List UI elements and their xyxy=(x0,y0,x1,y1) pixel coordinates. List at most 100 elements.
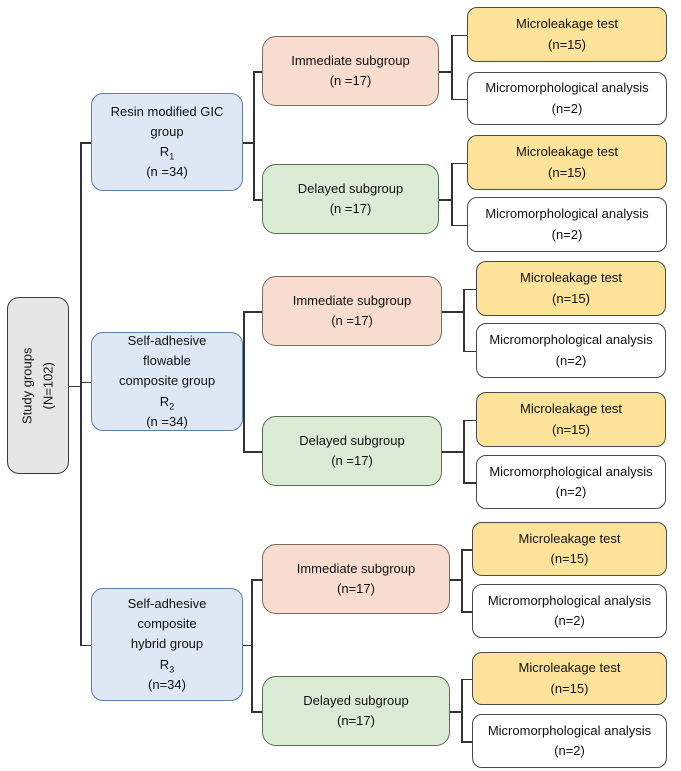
connector-trunk-to-group xyxy=(80,381,91,383)
subgroup-count: (n =17) xyxy=(329,73,372,88)
connector-group-to-bus xyxy=(243,142,253,144)
leaf-label: Microleakage test xyxy=(518,530,621,546)
group-name-line: Resin modified GIC xyxy=(110,103,224,119)
leaf-count: (n=15) xyxy=(552,421,590,437)
subgroup-label: Delayed subgroup xyxy=(299,432,405,448)
connector-group-bus xyxy=(243,311,245,451)
group-count: (n=34) xyxy=(148,676,186,692)
subgroup-count: (n =17) xyxy=(331,453,373,468)
microleakage-test-box: Microleakage test (n=15) xyxy=(476,261,666,316)
micromorphological-analysis-box: Micromorphological analysis(n=2) xyxy=(476,323,666,378)
group-code-letter: R xyxy=(159,144,170,159)
connector-subgroup-bus xyxy=(461,678,463,741)
connector-subgroup-to-bus xyxy=(450,579,461,581)
connector-bus-to-leaf xyxy=(451,162,467,164)
group-code-letter: R xyxy=(159,393,170,409)
micromorphological-analysis-box: Micromorphological analysis (n=2) xyxy=(476,455,666,509)
connector-bus-to-leaf xyxy=(461,611,472,613)
leaf-count: (n=15) xyxy=(552,290,590,306)
delayed-subgroup-box: Delayed subgroup (n =17) xyxy=(262,164,439,234)
leaf-label: Microleakage test xyxy=(520,401,622,417)
leaf-count: (n=2) xyxy=(551,100,583,116)
micromorphological-analysis-box: Micromorphological analysis (n=2) xyxy=(467,72,667,125)
connector-subgroup-bus xyxy=(463,419,465,482)
connector-subgroup-bus xyxy=(463,288,465,351)
connector-bus-to-leaf xyxy=(463,482,476,484)
leaf-label: Micromorphological analysis xyxy=(489,463,653,479)
microleakage-test-box: Microleakage test (n=15) xyxy=(467,7,667,62)
connector-trunk xyxy=(80,142,82,645)
group-code-letter: R xyxy=(159,656,170,672)
connector-group-to-bus xyxy=(243,644,251,646)
group-count: (n =34) xyxy=(146,413,188,429)
connector-trunk-to-group xyxy=(80,644,91,646)
micromorphological-analysis-box: Micromorphological analysis (n=2) xyxy=(472,584,667,638)
group-name-line: Self-adhesive xyxy=(127,596,207,612)
microleakage-test-box: Microleakage test(n=15) xyxy=(467,135,667,190)
leaf-count: (n=15) xyxy=(550,551,589,566)
connector-subgroup-to-bus xyxy=(439,71,451,73)
connector-bus-to-leaf xyxy=(451,34,467,36)
connector-subgroup-to-bus xyxy=(450,711,461,713)
group-name-line: hybrid group xyxy=(130,636,204,652)
leaf-label: Micromorphological analysis xyxy=(487,722,652,738)
leaf-label: Microleakage test xyxy=(516,144,618,160)
immediate-subgroup-box: Immediate subgroup(n=17) xyxy=(262,544,450,614)
leaf-label: Microleakage test xyxy=(516,16,618,32)
group-name-line: group xyxy=(150,123,184,139)
microleakage-test-box: Microleakage test(n=15) xyxy=(472,652,667,705)
leaf-label: Micromorphological analysis xyxy=(489,332,653,348)
connector-bus-to-leaf xyxy=(461,741,472,743)
microleakage-test-box: Microleakage test (n=15) xyxy=(476,392,666,447)
subgroup-label: Delayed subgroup xyxy=(297,180,404,196)
connector-bus-to-subgroup xyxy=(253,199,262,201)
root-study-groups-box: Study groups (N=102) xyxy=(7,297,69,474)
connector-subgroup-to-bus xyxy=(442,451,463,453)
leaf-label: Micromorphological analysis xyxy=(487,592,652,608)
connector-group-bus xyxy=(253,71,255,199)
micromorphological-analysis-box: Micromorphological analysis (n=2) xyxy=(472,714,667,768)
leaf-label: Micromorphological analysis xyxy=(485,206,649,222)
connector-bus-to-leaf xyxy=(463,350,476,352)
subgroup-count: (n=17) xyxy=(337,581,375,596)
subgroup-label: Immediate subgroup xyxy=(291,52,410,68)
connector-subgroup-bus xyxy=(451,162,453,225)
delayed-subgroup-box: Delayed subgroup (n=17) xyxy=(262,676,450,746)
leaf-count: (n=15) xyxy=(550,680,589,696)
connector-bus-to-leaf xyxy=(451,98,467,100)
subgroup-label: Immediate subgroup xyxy=(292,292,412,308)
immediate-subgroup-box: Immediate subgroup (n =17) xyxy=(262,36,439,106)
micromorphological-analysis-box: Micromorphological analysis (n=2) xyxy=(467,197,667,252)
connector-trunk-to-group xyxy=(80,142,91,144)
connector-bus-to-subgroup xyxy=(251,579,262,581)
connector-bus-to-leaf xyxy=(461,549,472,551)
connector-root xyxy=(69,385,81,387)
connector-bus-to-leaf xyxy=(463,288,476,290)
microleakage-test-box: Microleakage test (n=15) xyxy=(472,522,667,576)
group-name-line: flowable xyxy=(143,353,191,369)
subgroup-count: (n =17) xyxy=(331,313,373,328)
root-title: Study groups xyxy=(19,347,35,424)
subgroup-label: Delayed subgroup xyxy=(303,692,409,708)
subgroup-count: (n =17) xyxy=(329,201,372,216)
leaf-count: (n=2) xyxy=(554,743,585,758)
leaf-count: (n=2) xyxy=(551,226,583,242)
connector-bus-to-subgroup xyxy=(243,451,262,453)
leaf-count: (n=2) xyxy=(555,484,587,499)
subgroup-count: (n=17) xyxy=(337,713,375,728)
immediate-subgroup-box: Immediate subgroup (n =17) xyxy=(262,276,442,346)
leaf-label: Microleakage test xyxy=(520,270,622,286)
group-name-line: composite group xyxy=(118,373,216,389)
leaf-count: (n=15) xyxy=(548,36,586,52)
group-code-subscript: 2 xyxy=(169,401,175,412)
group-code: R2 xyxy=(160,392,174,412)
connector-subgroup-to-bus xyxy=(442,311,463,313)
group-code: R1 xyxy=(160,142,174,162)
leaf-count: (n=2) xyxy=(554,613,585,628)
leaf-label: Micromorphological analysis xyxy=(485,80,649,96)
group-name-line: composite xyxy=(137,616,197,632)
connector-subgroup-to-bus xyxy=(439,199,451,201)
